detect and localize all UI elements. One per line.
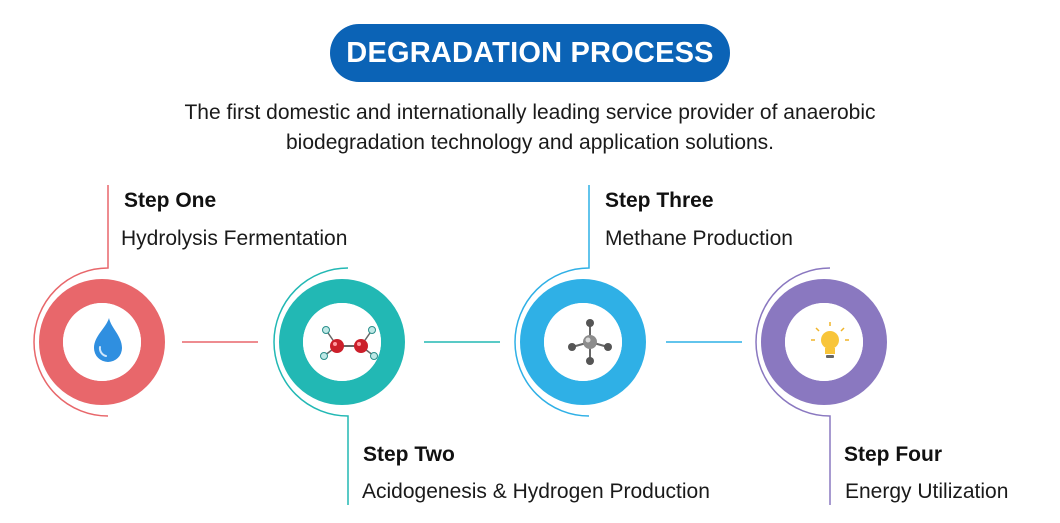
light-bulb-icon (811, 322, 849, 358)
step-one-title: Step One (124, 189, 217, 212)
subtitle-line-1: The first domestic and internationally l… (184, 101, 876, 124)
subtitle: The first domestic and internationally l… (80, 98, 980, 158)
step-one-bracket (33, 185, 109, 417)
step-three-bracket (514, 185, 590, 417)
step-two-bracket (273, 267, 349, 505)
step-three-node (514, 185, 646, 417)
page-title: DEGRADATION PROCESS (330, 24, 730, 82)
water-drop-icon (94, 318, 122, 362)
subtitle-line-2: biodegradation technology and applicatio… (285, 131, 775, 154)
step-two-ring (279, 279, 405, 405)
step-four-desc: Energy Utilization (845, 480, 1009, 503)
step-four-node (755, 267, 887, 505)
step-one-node (33, 185, 165, 417)
step-three-ring (520, 279, 646, 405)
methane-molecule-icon (568, 319, 612, 365)
step-two-desc: Acidogenesis & Hydrogen Production (362, 480, 710, 503)
step-three-desc: Methane Production (605, 227, 793, 250)
step-three-title: Step Three (605, 189, 714, 212)
hydrogen-molecule-icon (320, 326, 378, 360)
step-two-node (273, 267, 405, 505)
step-one-ring (39, 279, 165, 405)
step-four-title: Step Four (844, 443, 942, 466)
step-one-desc: Hydrolysis Fermentation (121, 227, 348, 250)
step-four-bracket (755, 267, 831, 505)
step-four-ring (761, 279, 887, 405)
step-two-title: Step Two (363, 443, 455, 466)
